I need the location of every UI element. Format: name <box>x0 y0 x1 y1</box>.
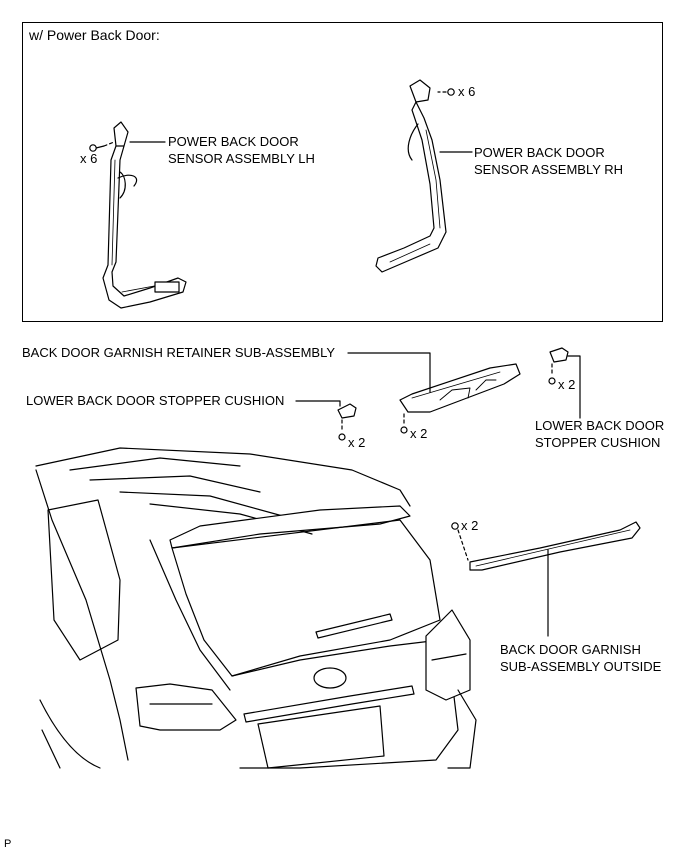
rh-label-line2: SENSOR ASSEMBLY RH <box>474 162 624 177</box>
stopper-cushion-right-drawing <box>548 347 581 419</box>
lh-bolt-qty: x 6 <box>80 151 98 166</box>
lh-label-line1: POWER BACK DOOR <box>168 134 299 149</box>
retainer-leader-line <box>347 352 431 393</box>
back-door-garnish-drawing <box>451 521 641 637</box>
retainer-label: BACK DOOR GARNISH RETAINER SUB-ASSEMBLY <box>22 345 336 360</box>
inset-title: w/ Power Back Door: <box>29 27 160 43</box>
sensor-lh-drawing <box>89 121 187 309</box>
cushion-right-line2: STOPPER CUSHION <box>535 435 661 450</box>
sensor-rh-drawing <box>375 79 473 273</box>
garnish-label-line2: SUB-ASSEMBLY OUTSIDE <box>500 659 662 674</box>
cushion-left-qty: x 2 <box>348 435 366 450</box>
stopper-cushion-left-drawing <box>295 400 357 441</box>
rh-bolt-qty: x 6 <box>458 84 476 99</box>
cushion-right-line1: LOWER BACK DOOR <box>535 418 665 433</box>
cushion-left-label: LOWER BACK DOOR STOPPER CUSHION <box>26 393 285 408</box>
power-back-door-inset: w/ Power Back Door: <box>22 22 663 322</box>
lh-label-line2: SENSOR ASSEMBLY LH <box>168 151 315 166</box>
figure-code: P <box>4 838 12 850</box>
vehicle-rear-drawing <box>35 447 477 769</box>
retainer-qty: x 2 <box>410 426 428 441</box>
garnish-label-line1: BACK DOOR GARNISH <box>500 642 641 657</box>
cushion-right-qty: x 2 <box>558 377 576 392</box>
garnish-qty: x 2 <box>461 518 479 533</box>
garnish-retainer-drawing <box>347 352 521 434</box>
rh-label-line1: POWER BACK DOOR <box>474 145 605 160</box>
